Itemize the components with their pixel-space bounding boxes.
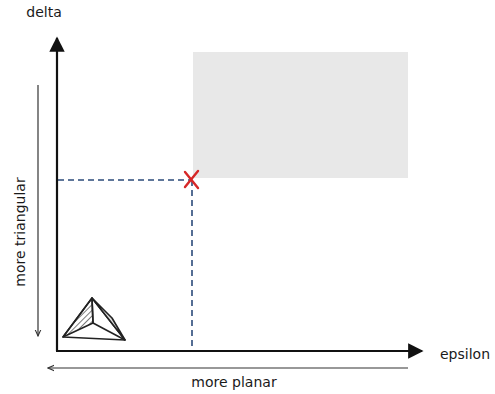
direction-label: more planar [191, 374, 276, 391]
axis-label: delta [26, 4, 61, 21]
point-marker [185, 171, 198, 188]
direction-arrow [48, 367, 408, 368]
axis-label: epsilon [440, 346, 490, 363]
target-region [193, 52, 408, 178]
pyramid-sketch [63, 298, 125, 340]
direction-label: more triangular [12, 177, 29, 286]
dashed-guide [191, 180, 193, 350]
direction-arrow [37, 85, 38, 336]
x-axis [56, 350, 422, 352]
y-axis [56, 38, 58, 351]
dashed-guide [58, 179, 190, 181]
